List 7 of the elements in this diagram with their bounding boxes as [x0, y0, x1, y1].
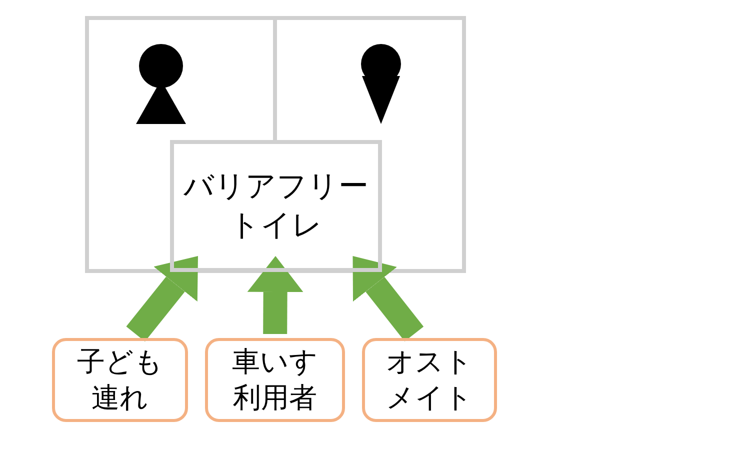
block-arrow: [247, 256, 304, 334]
label-box: オストメイト: [362, 338, 497, 422]
label-box: 子ども連れ: [52, 338, 188, 422]
toilet-box: バリアフリートイレ: [170, 140, 382, 272]
block-arrow: [126, 256, 198, 342]
label-box: 車いす利用者: [205, 338, 345, 422]
block-arrow: [352, 256, 424, 342]
